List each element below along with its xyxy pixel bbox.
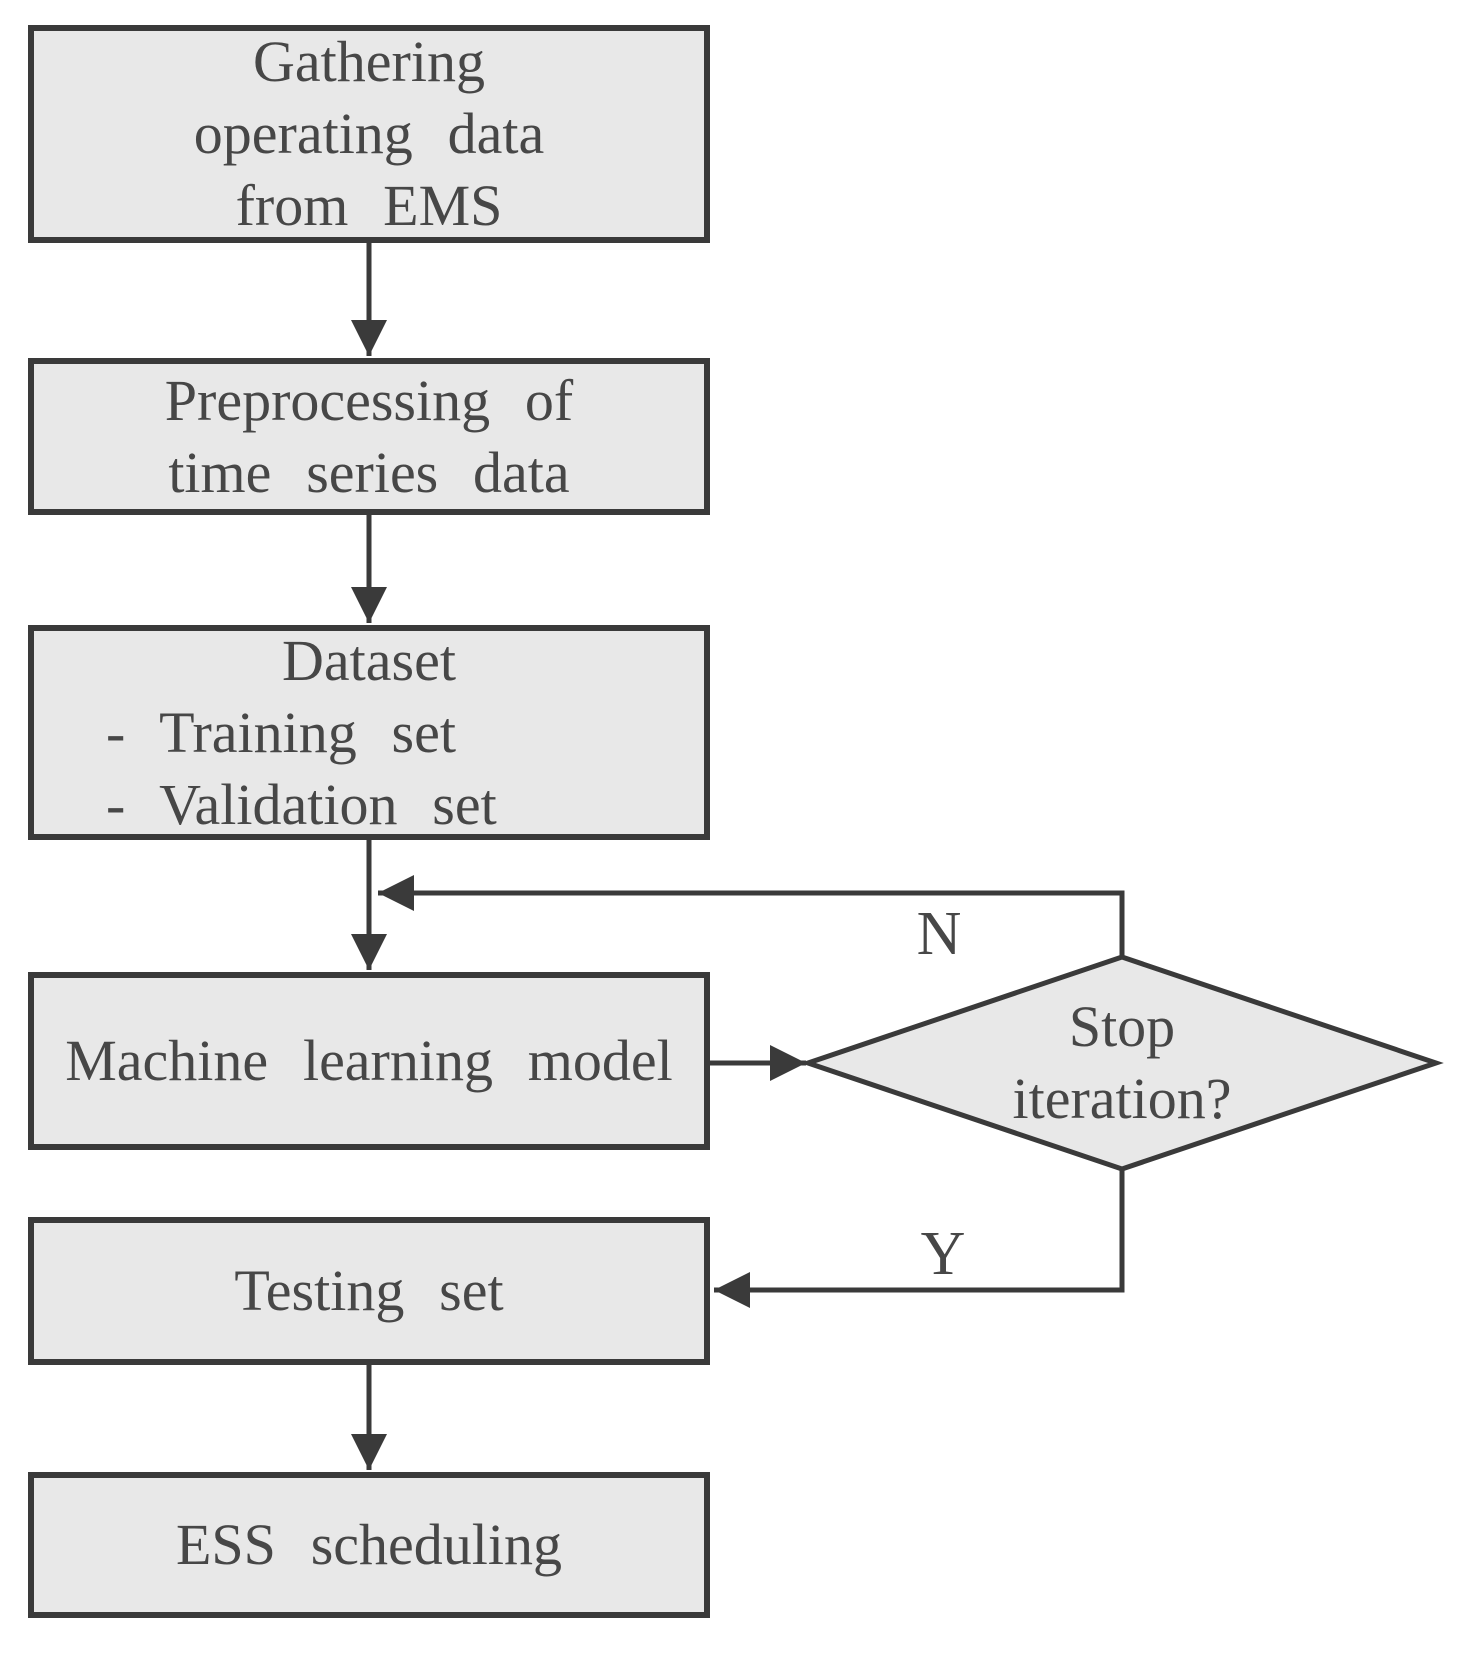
- node-ess-label: ESS scheduling: [175, 1512, 563, 1577]
- node-dataset-bullet-training: - Training set: [106, 699, 456, 765]
- arrow-decision-yes-to-testing: [714, 1169, 1125, 1308]
- node-preprocessing-line1: Preprocessing of: [164, 367, 574, 433]
- node-machine-learning-model: Machine learning model: [28, 972, 710, 1150]
- node-dataset-bullet-validation: - Validation set: [106, 771, 497, 837]
- label-no-branch: N: [916, 900, 962, 968]
- decision-stop-iteration: Stop iteration?: [922, 975, 1322, 1151]
- node-gathering-line2: operating data: [193, 101, 545, 166]
- node-gathering-line1: Gathering: [253, 29, 485, 94]
- node-gathering-line3: from EMS: [235, 173, 503, 238]
- decision-line2: iteration?: [1012, 1066, 1232, 1131]
- node-preprocessing: Preprocessing of time series data: [28, 358, 710, 515]
- node-ess-scheduling: ESS scheduling: [28, 1472, 710, 1618]
- node-dataset-title: Dataset: [282, 627, 456, 693]
- node-gathering-data: Gathering operating data from EMS: [28, 25, 710, 243]
- node-ml-label: Machine learning model: [65, 1028, 673, 1093]
- label-yes-branch: Y: [920, 1220, 966, 1288]
- decision-line1: Stop: [1068, 994, 1176, 1059]
- node-preprocessing-line2: time series data: [168, 439, 570, 505]
- node-testing-label: Testing set: [234, 1258, 504, 1323]
- node-testing-set: Testing set: [28, 1217, 710, 1365]
- node-dataset: Dataset - Training set - Validation set: [28, 625, 710, 840]
- arrow-decision-no-loop: [378, 875, 1125, 957]
- decision-diamond-shape: [800, 954, 1444, 1172]
